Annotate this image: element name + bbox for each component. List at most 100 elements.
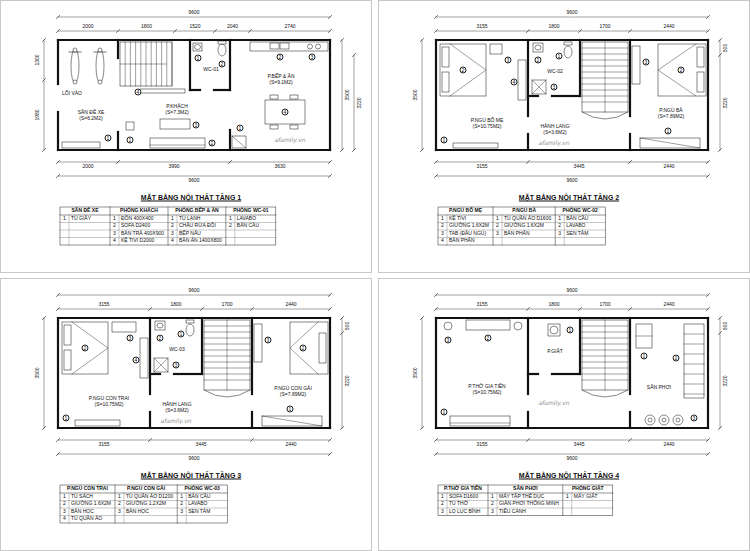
- dimension-text: 9600: [566, 178, 577, 184]
- table-header: P.THỜ GIA TIÊN: [444, 486, 482, 492]
- dimension-tick: [251, 439, 254, 442]
- dressing-table: [632, 46, 640, 84]
- callout-number: 3: [193, 122, 200, 129]
- room-name: P.NGỦ BÀ: [658, 107, 684, 113]
- desk: [254, 324, 262, 362]
- stair-line: [605, 320, 606, 390]
- motorbike-wheel: [98, 48, 102, 52]
- dimension-text: 3220: [723, 375, 729, 386]
- dimension-tick: [149, 439, 152, 442]
- kitchen-counter: [250, 42, 328, 51]
- dimension-text: 3155: [476, 302, 487, 308]
- callout-number: 3: [127, 335, 134, 342]
- dimension-text: 1700: [221, 302, 232, 308]
- table-cell-number: 3: [441, 509, 444, 515]
- dimension-tick: [353, 54, 356, 57]
- table-rule: [447, 493, 448, 516]
- toilet: [218, 44, 226, 56]
- room-label-box: P.NGỦ BỐ MẸ(S=10.75M2): [470, 117, 505, 130]
- chair: [270, 95, 278, 99]
- dimension-tick: [707, 175, 710, 178]
- sink: [270, 43, 279, 49]
- dimension-line: [58, 309, 330, 310]
- dimension-line: [44, 318, 45, 428]
- dimension-text: 9600: [566, 10, 577, 16]
- wall: [58, 39, 330, 41]
- shower-mark: [154, 358, 168, 372]
- staircase: [582, 320, 628, 390]
- table-cell-number: 1: [118, 494, 121, 500]
- table-cell: TỦ QUẦN ÁO D1200: [126, 494, 173, 500]
- dimension-line: [342, 40, 343, 150]
- dimension-text: 3445: [195, 442, 206, 448]
- wall: [436, 427, 708, 429]
- callout-number: 1: [641, 353, 648, 360]
- entrance-label: LỐI VÀO: [62, 91, 82, 97]
- wall: [190, 89, 200, 91]
- dimension-tick: [579, 308, 582, 311]
- room-label-box: P.NGỦ CON GÁI(S=7.89M2): [273, 385, 313, 398]
- toilet: [564, 46, 572, 58]
- bed: [290, 322, 328, 374]
- dimension-tick: [117, 161, 120, 164]
- sofa: [450, 416, 510, 426]
- callout-number: 4: [133, 357, 140, 364]
- room-name: SÂN PHƠI: [647, 384, 671, 390]
- table-cell: LAVABO: [237, 216, 256, 222]
- dimension-text: 1520: [189, 24, 200, 30]
- dimension-tick: [719, 332, 722, 335]
- table-cell-number: 1: [558, 216, 561, 222]
- dimension-tick: [435, 294, 438, 297]
- table-cell-number: 3: [113, 231, 116, 237]
- dimension-text: 3155: [476, 442, 487, 448]
- table-cell-number: 1: [63, 216, 66, 222]
- dimension-tick: [629, 439, 632, 442]
- vase: [444, 322, 452, 330]
- dimension-tick: [435, 161, 438, 164]
- table-cell: LAVABO: [188, 501, 207, 507]
- table-cell: GIƯỜNG 1.6X2M: [504, 223, 544, 229]
- bed-mark: [450, 44, 486, 96]
- sofa: [150, 138, 205, 148]
- callout-number: 1: [441, 137, 448, 144]
- dimension-text: 2740: [284, 24, 295, 30]
- dimension-tick: [629, 308, 632, 311]
- wall: [436, 39, 708, 41]
- dimension-tick: [719, 39, 722, 42]
- table-header: PHÒNG WC-03: [185, 486, 220, 492]
- dimension-line: [436, 295, 708, 296]
- callout-number: 3: [691, 415, 698, 422]
- table-cell-number: 4: [171, 238, 174, 244]
- dimension-tick: [43, 427, 46, 430]
- wall: [229, 40, 231, 90]
- dimension-text: 3500: [345, 89, 351, 100]
- washer-drum: [550, 326, 558, 334]
- shoe-cabinet: [62, 142, 100, 148]
- exercise-machine: [636, 324, 652, 348]
- room-name: HÀNH LANG: [540, 123, 569, 129]
- dimension-tick: [174, 30, 177, 33]
- wall: [201, 318, 203, 374]
- table-header: PHÒNG GIẶT: [572, 486, 604, 492]
- room-area: (S=7.3M2): [165, 109, 188, 115]
- wall: [436, 317, 708, 319]
- tv-shelf: [453, 143, 498, 148]
- dimension-line: [422, 318, 423, 428]
- table-header: P.NGỦ BỐ MẸ: [449, 208, 482, 214]
- dimension-line: [436, 176, 708, 177]
- callout-number: 3: [643, 59, 650, 66]
- dimension-tick: [527, 308, 530, 311]
- wall: [435, 40, 437, 150]
- burner: [316, 44, 321, 49]
- callout-number: 1: [665, 128, 672, 135]
- table-cell: BÀN TRÀ 400X900: [121, 231, 164, 237]
- basin: [157, 323, 163, 328]
- wall: [528, 373, 538, 375]
- dimension-tick: [527, 161, 530, 164]
- table-rule: [168, 207, 169, 245]
- dimension-line: [44, 40, 45, 150]
- vase: [514, 322, 522, 330]
- table-cell-number: 3: [180, 509, 183, 515]
- motorbike: [71, 49, 79, 83]
